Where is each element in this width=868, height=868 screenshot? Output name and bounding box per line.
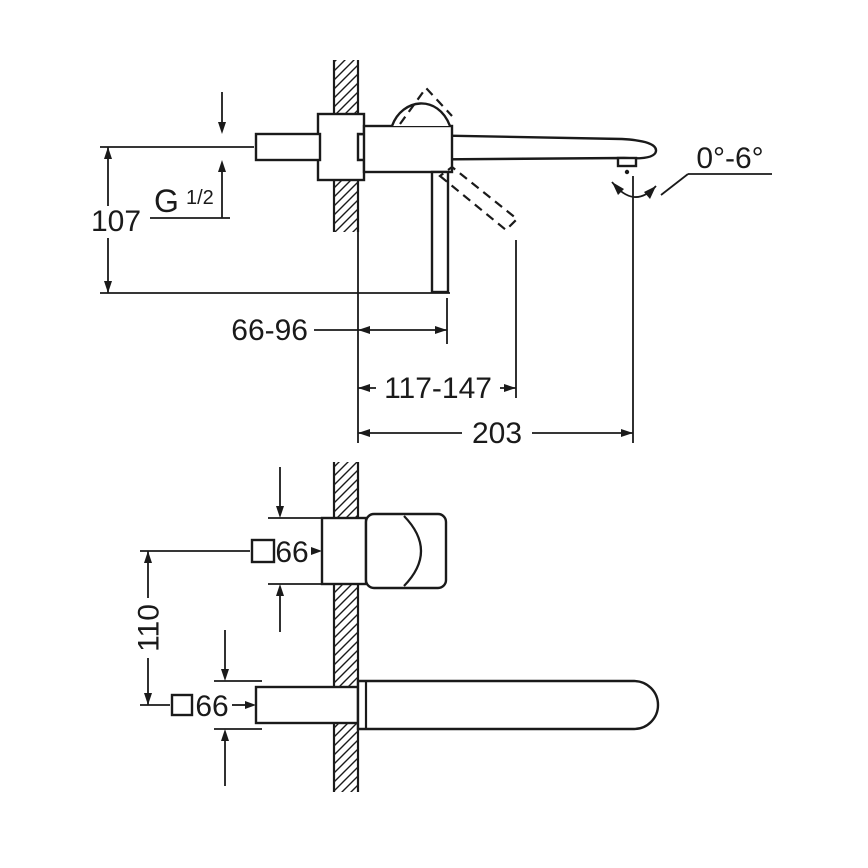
spout-front	[356, 679, 660, 731]
arrowhead	[644, 186, 656, 199]
label-square-66-top: 66	[250, 536, 322, 569]
spout-unit	[254, 679, 660, 731]
dim-66-bottom-label: 66	[195, 690, 228, 723]
handle-unit	[320, 512, 448, 590]
arrowhead	[144, 693, 152, 705]
dim-66-top-label: 66	[275, 536, 308, 569]
dim-203-label: 203	[472, 417, 522, 450]
faucet-side	[254, 86, 658, 294]
dimension-spout-height	[214, 630, 262, 786]
arrowhead	[358, 429, 370, 437]
arrowhead	[612, 182, 624, 195]
dim-107-label: 107	[91, 205, 141, 238]
dimension-110: 110	[132, 550, 250, 706]
handle-body	[364, 512, 448, 590]
supply-pipe	[254, 132, 322, 162]
lever-down	[430, 170, 450, 294]
arrowhead	[311, 547, 322, 555]
arrowhead	[276, 506, 284, 518]
arrowhead	[358, 326, 370, 334]
aerator	[616, 156, 638, 168]
dim-66-96-label: 66-96	[231, 314, 308, 347]
mixer-body	[362, 124, 454, 174]
arrowhead	[221, 729, 229, 741]
square-symbol-icon	[170, 693, 194, 717]
arrowhead	[218, 122, 226, 134]
arrowhead	[104, 281, 112, 293]
dimension-203: 203	[358, 176, 634, 450]
label-square-66-bottom: 66	[170, 690, 256, 723]
arrowhead	[218, 160, 226, 172]
dimension-117-147: 117-147	[358, 240, 517, 405]
thread-label: G	[154, 183, 179, 219]
dimension-angle: 0°-6°	[611, 142, 772, 199]
angle-label: 0°-6°	[696, 142, 763, 175]
front-view: 66 110 66	[132, 462, 660, 792]
side-view: G 1/2 107 66-96	[91, 60, 772, 450]
dimension-handle-height	[268, 467, 322, 632]
lever-swung-dashed	[438, 165, 519, 232]
square-symbol-icon	[250, 538, 276, 564]
wall-hatch	[334, 462, 358, 792]
dimension-thread: G 1/2	[150, 92, 230, 219]
spout-inlet	[254, 685, 360, 725]
water-drop	[624, 169, 630, 175]
arrowhead	[504, 384, 516, 392]
arrowhead	[221, 669, 229, 681]
handle-curve	[403, 515, 423, 587]
leader-line	[660, 173, 689, 196]
arrowhead	[144, 551, 152, 563]
cartridge-dome	[390, 102, 452, 127]
dim-117-147-label: 117-147	[384, 372, 492, 405]
wall-section-front	[332, 462, 360, 792]
arrowhead	[245, 701, 256, 709]
thread-fraction-label: 1/2	[186, 187, 214, 209]
dimension-107: 107	[91, 146, 450, 294]
arrowhead	[104, 147, 112, 159]
dimension-66-96: 66-96	[231, 298, 448, 347]
arrowhead	[435, 326, 447, 334]
arrowhead	[358, 384, 370, 392]
arrowhead	[621, 429, 633, 437]
arrowhead	[276, 584, 284, 596]
handle-escutcheon	[320, 516, 368, 586]
dim-110-label: 110	[133, 604, 166, 652]
